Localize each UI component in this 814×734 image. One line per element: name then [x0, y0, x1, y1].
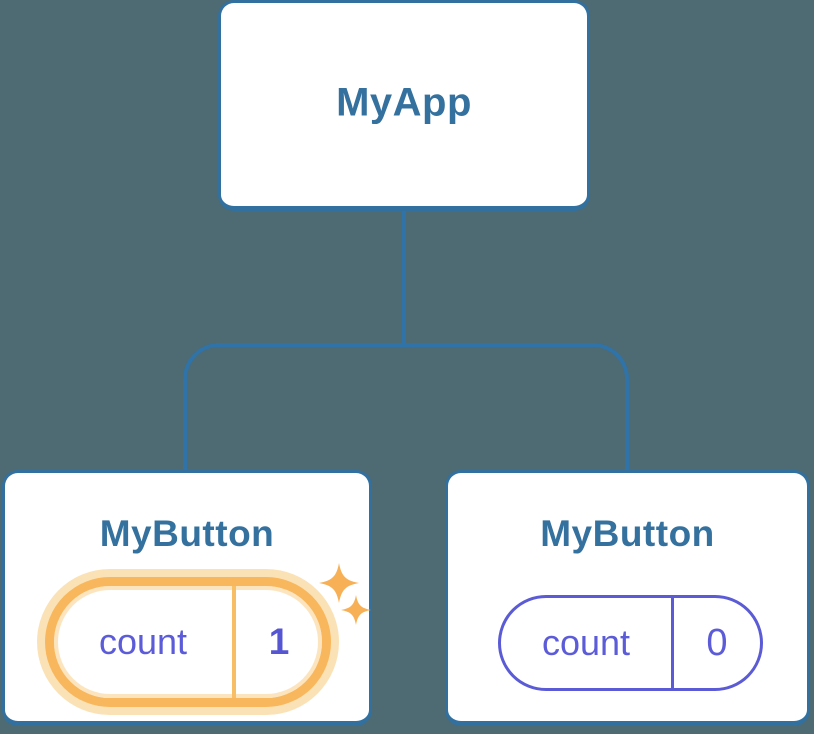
state-badge-highlighted: count 1 — [45, 577, 331, 707]
state-value: 0 — [706, 621, 728, 664]
component-label: MyButton — [540, 513, 715, 554]
state-value: 1 — [268, 621, 290, 662]
sparkle-icon — [341, 595, 371, 625]
tree-connector-stub — [402, 208, 406, 347]
state-name-label: count — [541, 622, 631, 663]
tree-connector-branch — [183, 343, 629, 470]
component-node-mybutton-1: MyButton count 1 — [2, 470, 372, 726]
component-label: MyApp — [336, 80, 472, 125]
state-name-label: count — [98, 621, 188, 662]
component-node-myapp: MyApp — [218, 0, 590, 211]
state-badge: count 0 — [498, 595, 763, 691]
component-label: MyButton — [99, 513, 275, 554]
sparkle-icon — [319, 563, 359, 603]
component-node-mybutton-2: MyButton count 0 — [445, 470, 810, 726]
state-badge-divider — [232, 586, 236, 698]
state-badge-divider — [671, 598, 674, 688]
